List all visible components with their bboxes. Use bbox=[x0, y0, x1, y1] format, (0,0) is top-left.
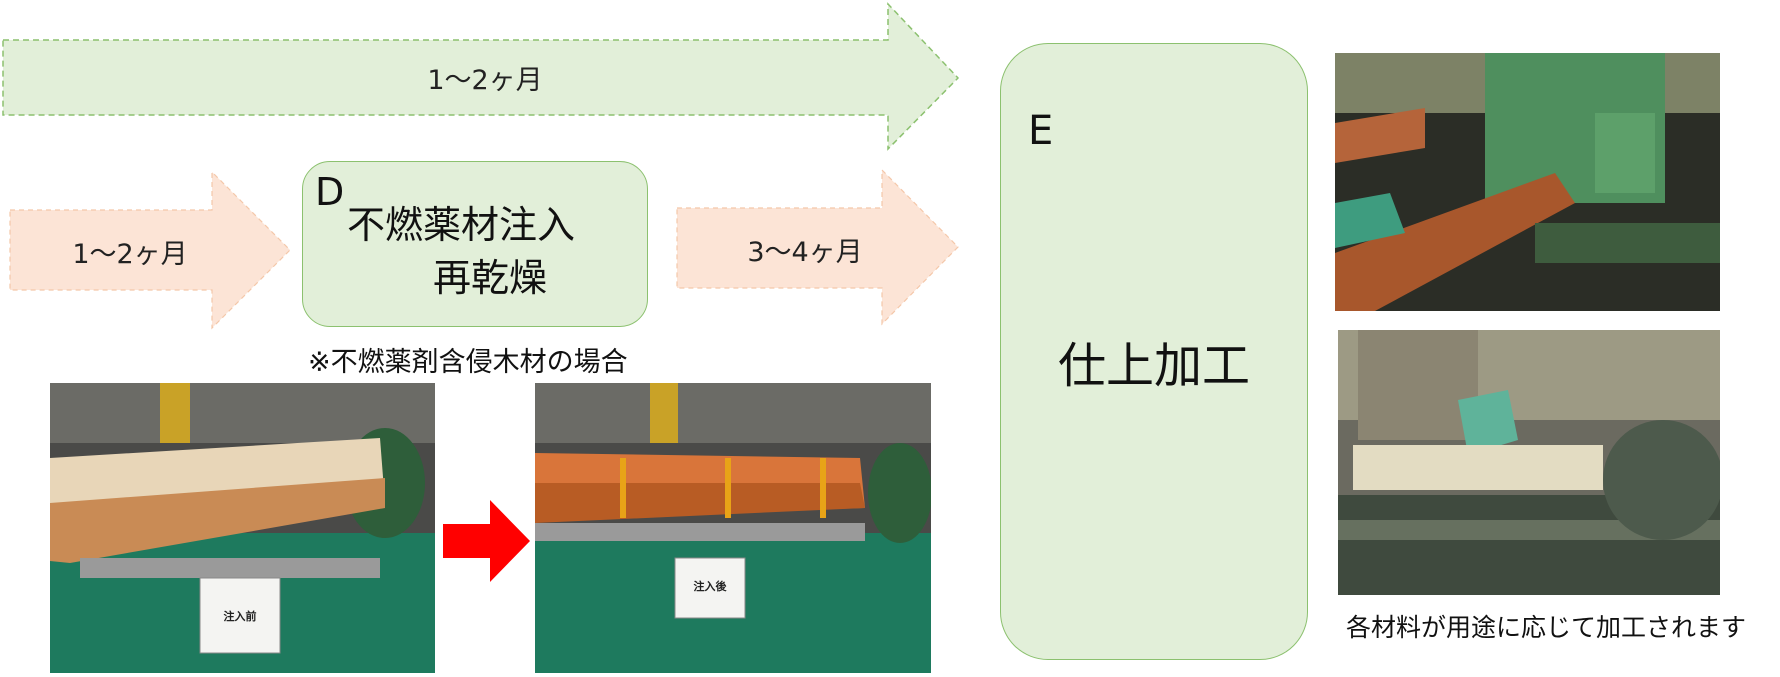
step-e-box: E 仕上加工 bbox=[1000, 43, 1308, 660]
step-d-line2: 再乾燥 bbox=[432, 256, 547, 300]
before-sign-label: 注入前 bbox=[223, 610, 257, 623]
left-arrow-label: 1〜2ヶ月 bbox=[72, 239, 188, 270]
after-sign-label: 注入後 bbox=[693, 580, 727, 593]
step-e-letter: E bbox=[1028, 108, 1054, 154]
step-d-box: D 不燃薬材注入 再乾燥 bbox=[302, 161, 648, 327]
left-duration-arrow bbox=[9, 170, 291, 330]
machining-caption: 各材料が用途に応じて加工されます bbox=[1346, 613, 1747, 642]
right-duration-arrow bbox=[676, 168, 959, 326]
top-duration-arrow bbox=[2, 2, 960, 151]
step-d-letter: D bbox=[315, 170, 345, 214]
photo-before-injection: 注入前 bbox=[50, 383, 435, 673]
photo-machining-bottom bbox=[1338, 330, 1720, 595]
machining-top-illustration bbox=[1335, 53, 1720, 311]
right-arrow-label: 3〜4ヶ月 bbox=[747, 237, 863, 268]
before-photo-illustration bbox=[50, 383, 435, 673]
machining-bottom-illustration bbox=[1338, 330, 1720, 595]
after-photo-illustration bbox=[535, 383, 931, 673]
photo-machining-top bbox=[1335, 53, 1720, 311]
step-d-note: ※不燃薬剤含侵木材の場合 bbox=[308, 347, 628, 378]
step-e-title: 仕上加工 bbox=[1057, 338, 1250, 394]
top-arrow-label: 1〜2ヶ月 bbox=[427, 65, 543, 96]
photo-after-injection: 注入後 bbox=[535, 383, 931, 673]
step-d-line1: 不燃薬材注入 bbox=[347, 203, 576, 247]
red-transition-arrow bbox=[443, 500, 530, 582]
